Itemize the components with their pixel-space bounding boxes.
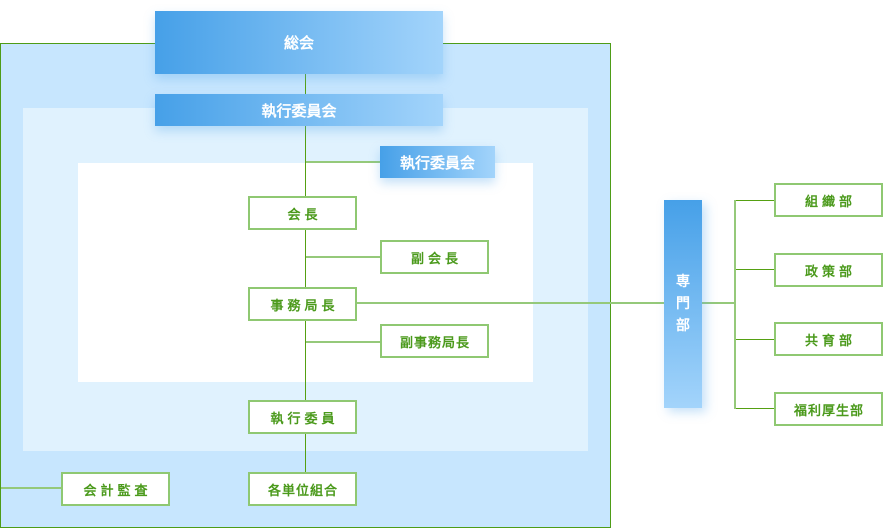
connector-exec-committee-side (306, 161, 380, 163)
main-vertical-connector (305, 74, 306, 472)
node-label-char: 専 (676, 274, 690, 290)
node-label: 執行委員会 (261, 101, 337, 120)
node-vice-president: 副会長 (380, 240, 489, 274)
connector-welfare-dept (736, 408, 774, 409)
node-label-char: 門 (676, 296, 690, 312)
node-label: 執行委員 (270, 411, 339, 427)
node-specialized-dept: 専 門 部 (664, 200, 702, 408)
connector-education-dept (736, 339, 774, 340)
node-policy-dept: 政策部 (774, 253, 883, 287)
node-label: 副事務局長 (399, 335, 470, 351)
node-secretary-general: 事務局長 (248, 287, 357, 321)
node-audit: 会計監査 (61, 472, 170, 506)
node-label: 事務局長 (270, 298, 339, 314)
node-unit-unions: 各単位組合 (248, 472, 357, 506)
node-executive-member: 執行委員 (248, 400, 357, 434)
node-president: 会長 (248, 196, 357, 230)
node-label: 会計監査 (83, 483, 152, 499)
connector-organization-dept (736, 200, 774, 201)
node-label-char: 部 (676, 318, 690, 334)
node-label: 共育部 (804, 333, 856, 349)
node-deputy-secretary-general: 副事務局長 (380, 324, 489, 358)
node-welfare-dept: 福利厚生部 (774, 392, 883, 426)
node-label: 副会長 (410, 251, 462, 267)
connector-policy-dept (736, 269, 774, 270)
connector-deputy-secretary (306, 341, 380, 343)
connector-secretary-to-specialized (356, 302, 664, 304)
dept-vertical-connector (734, 200, 736, 409)
node-education-dept: 共育部 (774, 322, 883, 356)
node-label: 組織部 (804, 194, 856, 210)
node-executive-committee-side: 執行委員会 (380, 146, 495, 178)
connector-audit (1, 487, 61, 489)
node-executive-committee-top: 執行委員会 (155, 94, 443, 126)
connector-vice-president (306, 256, 380, 258)
node-label: 各単位組合 (267, 483, 338, 499)
node-label: 会長 (287, 207, 322, 223)
node-label: 政策部 (804, 264, 856, 280)
node-general-assembly: 総会 (155, 11, 443, 74)
node-label: 執行委員会 (399, 153, 475, 172)
node-label: 福利厚生部 (793, 403, 864, 419)
node-label: 総会 (283, 34, 314, 52)
node-organization-dept: 組織部 (774, 183, 883, 217)
connector-specialized-to-depts (702, 302, 736, 304)
